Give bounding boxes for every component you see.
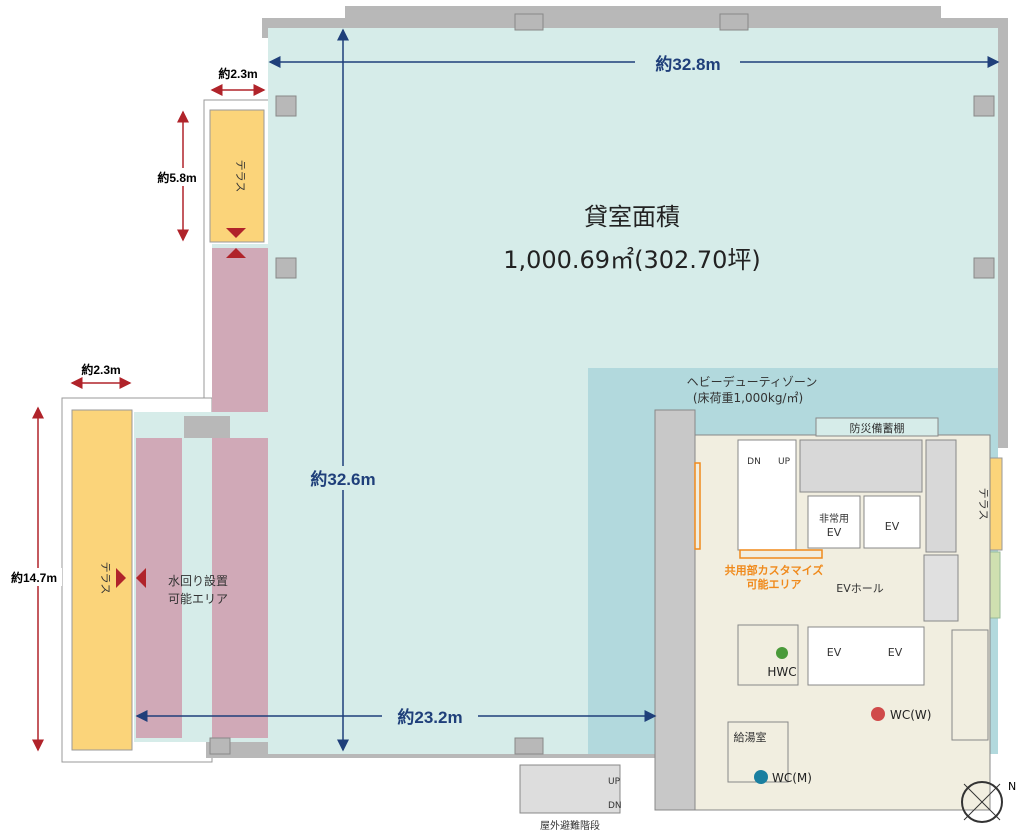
custom-area-marker bbox=[694, 462, 701, 550]
emergency-ev-2-label: EV bbox=[827, 526, 842, 539]
water-area-2-label: 可能エリア bbox=[168, 592, 228, 606]
terrace-top bbox=[209, 109, 265, 243]
area-title: 貸室面積 bbox=[584, 203, 680, 231]
hwc-label: HWC bbox=[767, 665, 796, 679]
up-label: UP bbox=[608, 777, 621, 787]
custom-area-2-label: 可能エリア bbox=[747, 577, 802, 591]
storage-label: 防災備蓄棚 bbox=[850, 421, 905, 435]
ev-label: EV bbox=[885, 520, 900, 533]
outdoor-stairs bbox=[519, 764, 621, 814]
men-icon bbox=[754, 770, 768, 784]
wc-w-label: WC(W) bbox=[890, 708, 931, 722]
water-area-label: 水回り設置 bbox=[168, 573, 228, 588]
custom-area-label: 共用部カスタマイズ bbox=[725, 563, 824, 577]
dim-depth: 約32.6m bbox=[310, 469, 375, 489]
terrace-left-h-label: 約14.7m bbox=[11, 570, 57, 585]
kitchenette-label: 給湯室 bbox=[734, 730, 767, 744]
water-install-area bbox=[136, 248, 268, 738]
heavy-zone-load: (床荷重1,000kg/㎡) bbox=[693, 391, 803, 405]
ev-label: EV bbox=[888, 646, 903, 659]
terrace-label: テラス bbox=[977, 488, 990, 521]
ev-label: EV bbox=[827, 646, 842, 659]
compass-icon: N bbox=[961, 780, 1016, 823]
accessible-icon bbox=[776, 647, 788, 659]
wc-m-label: WC(M) bbox=[772, 771, 812, 785]
terrace-top-h-label: 約5.8m bbox=[157, 170, 196, 185]
women-icon bbox=[871, 707, 885, 721]
terrace-top-w-label: 約2.3m bbox=[218, 66, 257, 81]
ev-hall-label: EVホール bbox=[836, 582, 883, 595]
columns bbox=[209, 13, 995, 755]
terrace-label: テラス bbox=[99, 562, 112, 595]
up-label: UP bbox=[778, 457, 791, 467]
dim-width-top: 約32.8m bbox=[655, 54, 720, 74]
terrace-left-w-label: 約2.3m bbox=[81, 362, 120, 377]
building-core bbox=[654, 409, 991, 811]
area-value: 1,000.69㎡(302.70坪) bbox=[503, 246, 761, 274]
terrace-label: テラス bbox=[234, 160, 247, 193]
heavy-zone-label: ヘビーデューティゾーン bbox=[687, 374, 818, 389]
emergency-ev-1-label: 非常用 bbox=[819, 512, 849, 525]
compass-n-label: N bbox=[1008, 780, 1016, 793]
dn-label: DN bbox=[608, 801, 622, 811]
dn-label: DN bbox=[747, 457, 761, 467]
dim-width-bottom: 約23.2m bbox=[397, 707, 462, 727]
outdoor-stairs-label: 屋外避難階段 bbox=[540, 819, 600, 832]
